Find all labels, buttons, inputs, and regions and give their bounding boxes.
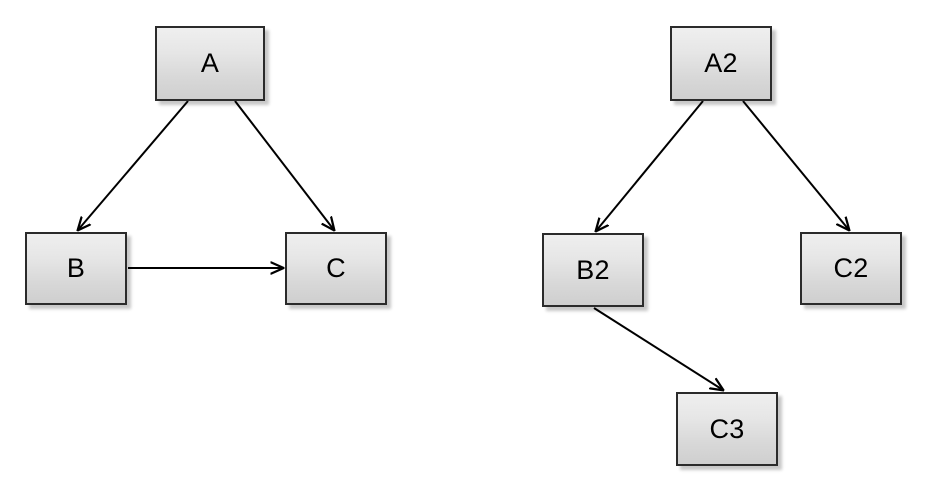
node-b2-label: B2 [576, 254, 610, 285]
node-c3[interactable]: C3 [676, 392, 778, 466]
node-c2-label: C2 [833, 253, 869, 283]
edge-a2-b2 [596, 100, 704, 231]
edge-a-c [234, 100, 334, 230]
edge-a2-c2 [742, 100, 849, 230]
node-b-label: B [66, 253, 86, 283]
node-b[interactable]: B [25, 232, 127, 305]
node-c-label: C [326, 253, 346, 283]
node-c[interactable]: C [285, 232, 387, 305]
node-a[interactable]: A [155, 26, 265, 101]
edges-group [78, 100, 849, 390]
node-a-label: A [200, 48, 220, 78]
edge-b2-c3 [593, 307, 723, 390]
node-c2[interactable]: C2 [800, 232, 902, 305]
edge-a-b [78, 100, 189, 230]
node-a2-label: A2 [704, 48, 738, 78]
node-b2[interactable]: B2 [542, 233, 644, 307]
node-c3-label: C3 [709, 413, 745, 444]
node-a2[interactable]: A2 [670, 26, 772, 101]
